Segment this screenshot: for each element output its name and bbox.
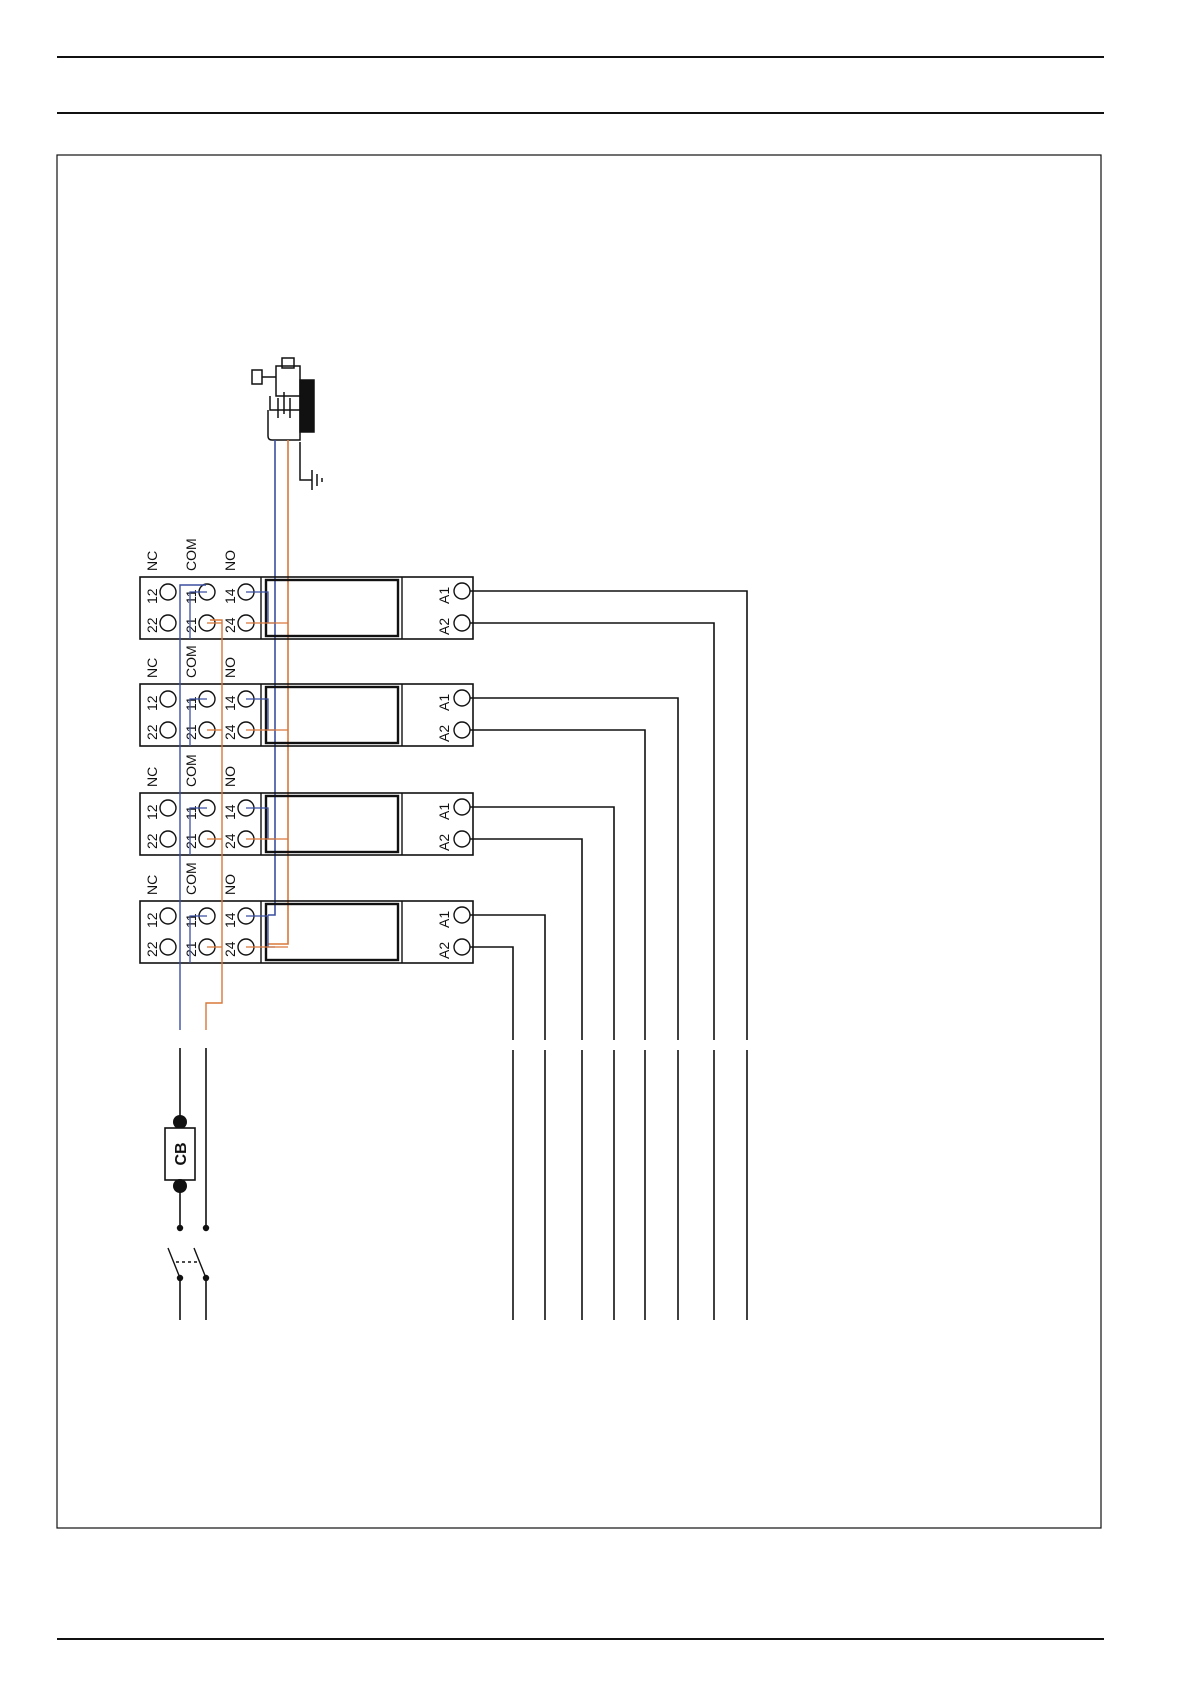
terminal-label: 22	[144, 833, 160, 849]
terminal-label: 24	[222, 617, 238, 633]
header-no: NO	[222, 766, 238, 787]
coil-label-a1: A1	[436, 587, 452, 604]
terminal-label: 12	[144, 804, 160, 820]
header-com: COM	[183, 754, 199, 787]
coil-label-a2: A2	[436, 725, 452, 742]
terminal-screw	[160, 722, 176, 738]
header-no: NO	[222, 874, 238, 895]
terminal-label: 22	[144, 724, 160, 740]
coil-label-a1: A1	[436, 911, 452, 928]
coil-label-a1: A1	[436, 694, 452, 711]
terminal-label: 14	[222, 912, 238, 928]
coil-wire-a2-2	[470, 730, 645, 1040]
double-pole-switch-icon	[168, 1226, 209, 1281]
header-nc: NC	[144, 551, 160, 571]
coil-label-a2: A2	[436, 834, 452, 851]
header-no: NO	[222, 657, 238, 678]
relay-window	[266, 796, 398, 852]
coil-terminal-a1	[454, 907, 470, 923]
header-nc: NC	[144, 658, 160, 678]
header-com: COM	[183, 538, 199, 571]
terminal-label: 21	[183, 833, 199, 849]
terminal-label: 12	[144, 912, 160, 928]
terminal-label: 21	[183, 617, 199, 633]
coil-wire-a1-1	[470, 591, 747, 1040]
header-nc: NC	[144, 767, 160, 787]
terminal-screw	[160, 939, 176, 955]
coil-terminal-a1	[454, 799, 470, 815]
terminal-label: 22	[144, 941, 160, 957]
coil-label-a1: A1	[436, 803, 452, 820]
terminal-label: 14	[222, 804, 238, 820]
sensor-probe-icon	[252, 358, 314, 440]
circuit-breaker: CB	[165, 1115, 195, 1193]
coil-terminal-a2	[454, 615, 470, 631]
coil-terminal-a2	[454, 722, 470, 738]
header-com: COM	[183, 862, 199, 895]
coil-terminal-a1	[454, 690, 470, 706]
terminal-screw	[160, 615, 176, 631]
terminal-label: 12	[144, 588, 160, 604]
terminal-label: 14	[222, 588, 238, 604]
terminal-label: 24	[222, 724, 238, 740]
terminal-label: 24	[222, 833, 238, 849]
terminal-label: 22	[144, 617, 160, 633]
terminal-label: 24	[222, 941, 238, 957]
header-no: NO	[222, 550, 238, 571]
coil-label-a2: A2	[436, 618, 452, 635]
coil-wire-a2-3	[470, 839, 582, 1040]
coil-terminal-a2	[454, 939, 470, 955]
terminal-label: 21	[183, 724, 199, 740]
coil-label-a2: A2	[436, 942, 452, 959]
sensor-wire-orange	[268, 440, 288, 944]
terminal-screw	[160, 800, 176, 816]
sensor-wire-blue	[268, 440, 275, 915]
relay-window	[266, 904, 398, 960]
terminal-screw	[160, 584, 176, 600]
header-com: COM	[183, 645, 199, 678]
ground-icon	[300, 442, 322, 490]
coil-wire-a2-4	[470, 947, 513, 1040]
terminal-label: 14	[222, 695, 238, 711]
com21-bus-wire	[206, 620, 222, 1030]
header-nc: NC	[144, 875, 160, 895]
coil-wire-a1-3	[470, 807, 614, 1040]
terminal-label: 12	[144, 695, 160, 711]
breaker-label: CB	[173, 1142, 190, 1165]
coil-terminal-a2	[454, 831, 470, 847]
coil-wire-a1-4	[470, 915, 545, 1040]
terminal-screw	[160, 908, 176, 924]
terminal-label: 21	[183, 941, 199, 957]
terminal-screw	[160, 831, 176, 847]
coil-terminal-a1	[454, 583, 470, 599]
relay-window	[266, 580, 398, 636]
terminal-screw	[160, 691, 176, 707]
relay-window	[266, 687, 398, 743]
coil-wire-a1-2	[470, 698, 678, 1040]
